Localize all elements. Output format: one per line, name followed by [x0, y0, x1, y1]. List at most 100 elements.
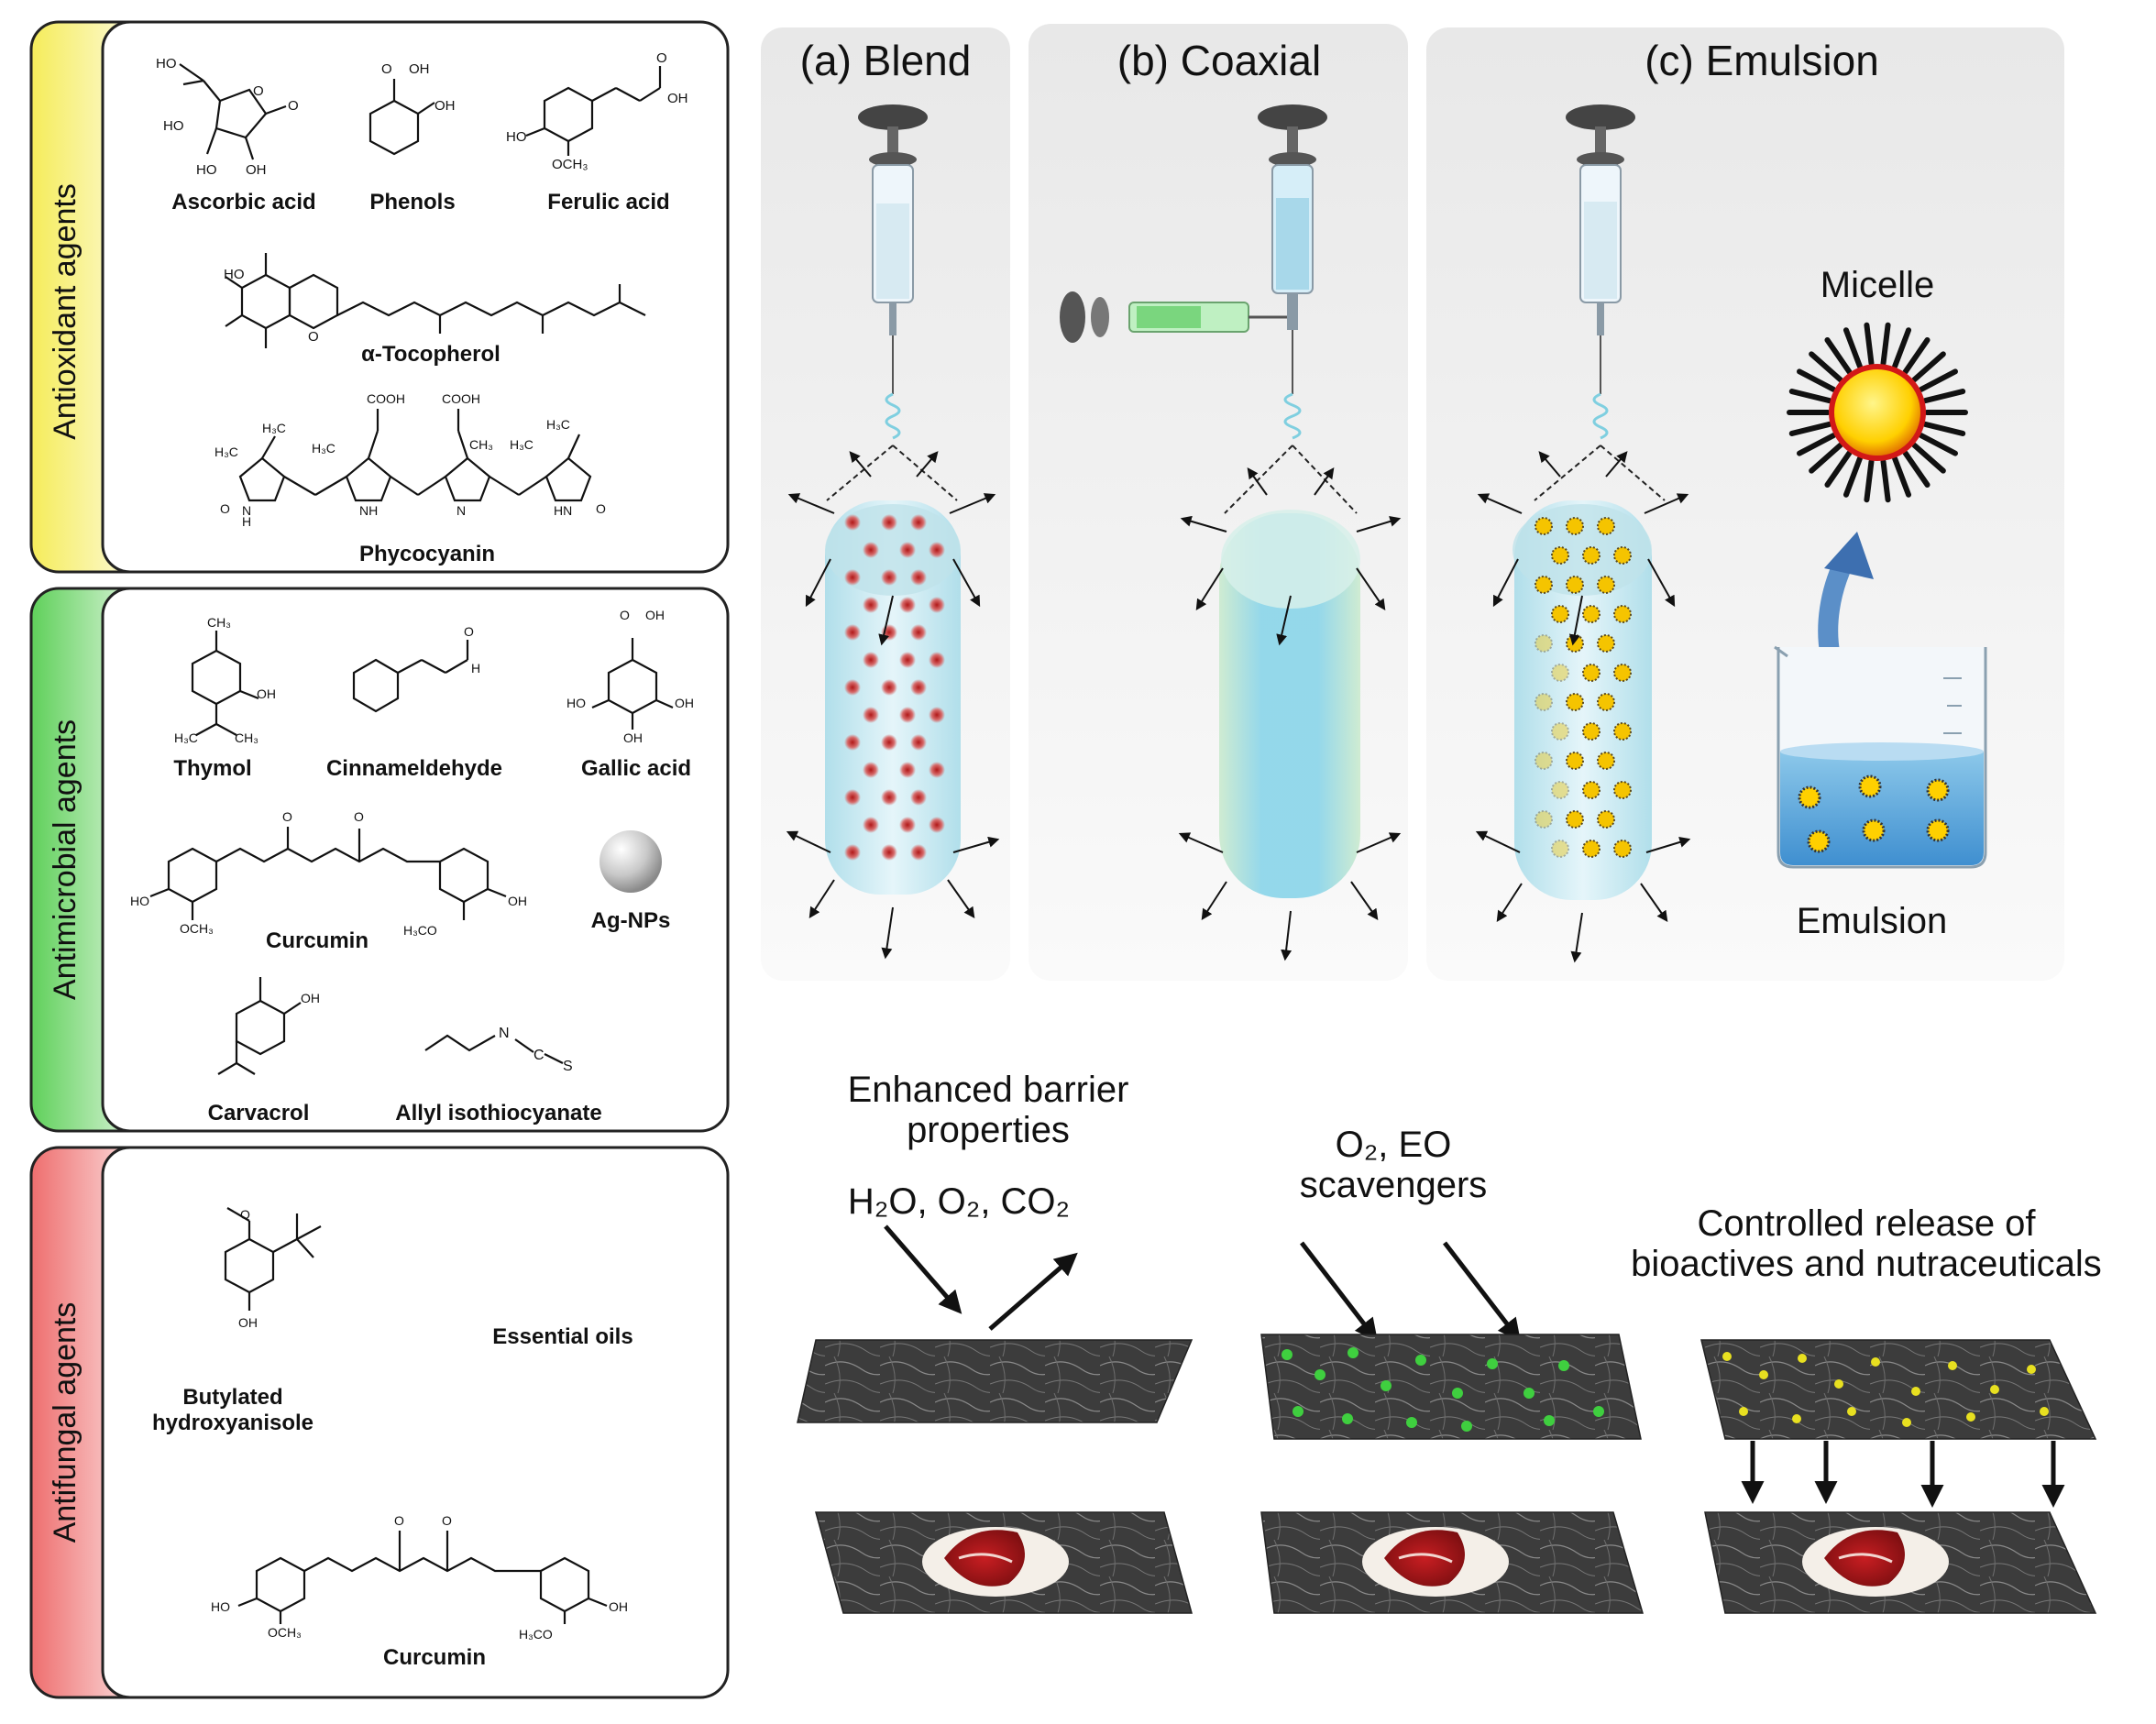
antioxidant-box — [101, 20, 730, 574]
scavenger-particle — [1342, 1413, 1353, 1424]
surfactant-tail — [1902, 450, 1930, 489]
atom-label: O — [308, 329, 319, 345]
emulsion-droplet — [1597, 810, 1615, 829]
blend-particle — [899, 817, 916, 833]
scavenger-particle — [1544, 1415, 1555, 1426]
atom-label: OH — [623, 730, 643, 745]
atom-label: OH — [609, 1599, 628, 1614]
scavenger-particle — [1524, 1388, 1534, 1399]
blend-particle — [881, 569, 897, 586]
emulsion-droplet — [1534, 517, 1553, 535]
surfactant-tail — [1918, 368, 1959, 392]
surfactant-tail — [1796, 433, 1837, 456]
blend-particle — [844, 679, 861, 696]
barrier-title-line2: properties — [907, 1110, 1070, 1150]
antioxidant-group: Antioxidant agents HO HO O O HO OH Ascor… — [29, 20, 730, 574]
scavenger-particle — [1461, 1421, 1472, 1432]
gas-blocked-arrow — [988, 1252, 1078, 1331]
scavenger-line2: scavengers — [1300, 1165, 1488, 1205]
compound-ferulic-acid: Ferulic acid — [547, 190, 669, 214]
blend-particles — [844, 514, 945, 861]
atom-label: H₃C — [312, 441, 336, 456]
release-particle — [1847, 1407, 1856, 1416]
atom-label: O — [354, 809, 364, 824]
emulsion-droplet — [1582, 664, 1600, 682]
meat-sample — [1362, 1527, 1509, 1597]
syringe-plunger-cap — [858, 104, 928, 130]
scavenger-arrow — [1443, 1241, 1522, 1342]
atom-label: O — [253, 83, 264, 99]
emulsion-droplet — [1582, 781, 1600, 799]
blend-particle — [899, 707, 916, 723]
atom-label: O — [240, 1207, 250, 1222]
taylor-cone-jet — [1283, 392, 1302, 440]
scavenger-particle — [1558, 1360, 1569, 1371]
emulsion-droplet — [1551, 605, 1569, 623]
emulsion-droplet — [1597, 693, 1615, 711]
emulsion-droplet — [1551, 546, 1569, 565]
beaker-micelle — [1926, 818, 1950, 842]
compound-curcumin: Curcumin — [383, 1645, 486, 1670]
release-particle — [1759, 1370, 1768, 1379]
surfactant-tail — [1788, 389, 1832, 404]
atom-label: OH — [246, 162, 267, 178]
barrier-gases: H₂O, O₂, CO₂ — [848, 1181, 1070, 1222]
blend-particle — [929, 652, 945, 668]
aitc-structure — [424, 1034, 564, 1064]
surfactant-tail — [1922, 389, 1966, 404]
emulsion-droplet — [1597, 752, 1615, 770]
atom-label: O — [288, 98, 299, 114]
atom-label: H₃CO — [519, 1627, 553, 1642]
blend-particle — [899, 652, 916, 668]
emulsion-droplet — [1566, 810, 1584, 829]
blend-particle — [863, 762, 879, 778]
beaker-micelle — [1807, 829, 1831, 853]
surfactant-tail — [1864, 322, 1875, 367]
electrospinning-panel: (a) Blend (b) Coaxial (c) Emulsion — [733, 0, 2156, 1719]
release-particle — [1722, 1352, 1732, 1361]
antimicrobial-label: Antimicrobial agents — [48, 719, 82, 1000]
compound-tocopherol: α-Tocopherol — [361, 342, 500, 367]
curcumin-structure — [149, 827, 507, 920]
surfactant-tail — [1911, 442, 1946, 474]
atom-label: HO — [506, 129, 527, 145]
release-particle — [1871, 1357, 1880, 1367]
atom-label: HO — [196, 162, 217, 178]
surfactant-tail — [1892, 456, 1912, 498]
surfactant-tail — [1824, 336, 1853, 375]
emulsion-droplet — [1551, 722, 1569, 741]
blend-particle — [863, 542, 879, 558]
compound-ascorbic-acid: Ascorbic acid — [171, 190, 315, 214]
atom-label: HN — [554, 503, 572, 518]
atom-label: O — [394, 1513, 404, 1528]
barrier-title-line1: Enhanced barrier — [848, 1070, 1129, 1110]
emulsion-droplet — [1566, 693, 1584, 711]
compound-thymol: Thymol — [173, 756, 251, 781]
bioactive-agents-panel: Antioxidant agents HO HO O O HO OH Ascor… — [0, 0, 752, 1719]
surfactant-tail — [1911, 351, 1946, 383]
atom-label: HO — [130, 894, 149, 908]
atom-label: N — [456, 503, 466, 518]
atom-label: CH₃ — [207, 615, 231, 630]
blend-particle — [844, 734, 861, 751]
beaker-micelles — [1798, 774, 1950, 853]
emulsion-release-arrows — [1475, 451, 1691, 963]
surfactant-tail — [1788, 421, 1832, 436]
compound-phenols: Phenols — [369, 190, 455, 214]
release-particle — [1966, 1412, 1975, 1422]
scavenger-particle — [1282, 1349, 1292, 1360]
emulsion-droplet — [1613, 840, 1632, 858]
micelle-label: Micelle — [1820, 265, 1934, 305]
micelle-core — [1829, 364, 1926, 461]
scavenger-particle — [1406, 1417, 1417, 1428]
blend-particle — [899, 597, 916, 613]
atom-label: O — [282, 809, 292, 824]
atom-label: O — [220, 501, 230, 516]
nanofiber-mat — [1700, 1339, 2097, 1440]
atom-label: H — [242, 514, 251, 529]
bha-structure — [224, 1207, 322, 1311]
surfactant-tail — [1902, 336, 1930, 375]
surfactant-tail — [1796, 368, 1837, 392]
carvacrol-structure — [217, 977, 302, 1075]
blend-particle — [844, 624, 861, 641]
